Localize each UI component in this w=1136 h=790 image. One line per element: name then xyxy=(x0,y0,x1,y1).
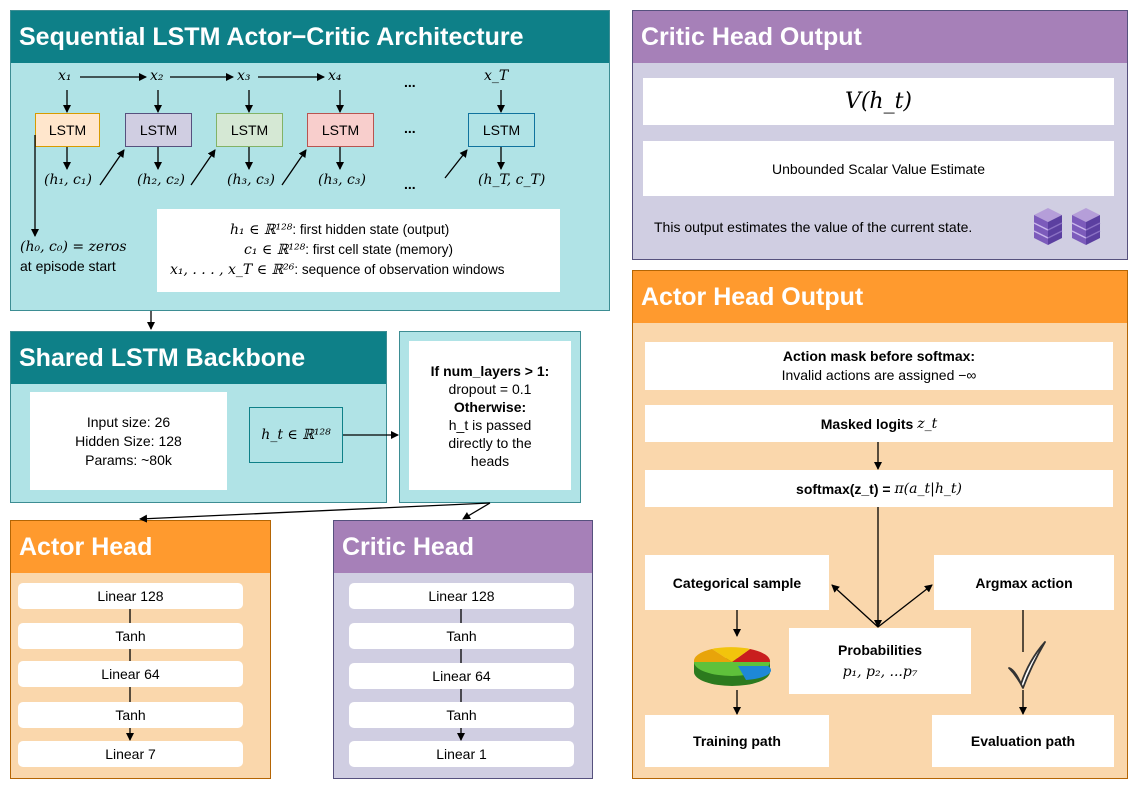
evaluation-path-box: Evaluation path xyxy=(932,715,1114,767)
input-ellipsis: ... xyxy=(404,74,416,90)
critic-note: This output estimates the value of the c… xyxy=(654,219,973,235)
dropout-otherwise: Otherwise: xyxy=(453,398,527,415)
argmax-action-box: Argmax action xyxy=(934,555,1114,610)
output-h3c3: (h₃, c₃) xyxy=(227,172,275,188)
backbone-input-size: Input size: 26 xyxy=(86,413,171,430)
critic-layer-4: Tanh xyxy=(349,702,574,728)
legend-box xyxy=(157,209,560,292)
output-h3c3-b: (h₃, c₃) xyxy=(318,172,366,188)
critic-layer-2: Tanh xyxy=(349,623,574,649)
sequential-lstm-title: Sequential LSTM Actor−Critic Architectur… xyxy=(11,11,609,63)
categorical-sample-box: Categorical sample xyxy=(645,555,829,610)
lstm-cell-T: LSTM xyxy=(468,113,535,147)
probabilities-box: Probabilities p₁, p₂, ...p₇ xyxy=(789,628,971,694)
lstm-cell-1: LSTM xyxy=(35,113,100,147)
output-h2c2: (h₂, c₂) xyxy=(137,172,185,188)
hidden-state-label: h_t ∈ ℝ¹²⁸ xyxy=(261,427,331,443)
checkmark-icon xyxy=(1008,641,1046,689)
dropout-value: dropout = 0.1 xyxy=(448,380,532,397)
actor-layer-4: Tanh xyxy=(18,702,243,728)
critic-output-title: Critic Head Output xyxy=(633,11,1127,63)
dropout-pass1: h_t is passed xyxy=(448,416,532,433)
critic-layer-5: Linear 1 xyxy=(349,741,574,767)
masked-logits-sym: z_t xyxy=(917,415,938,432)
backbone-title: Shared LSTM Backbone xyxy=(11,332,386,384)
input-xT: x_T xyxy=(484,68,509,84)
lstm-cell-2: LSTM xyxy=(125,113,192,147)
critic-layer-1: Linear 128 xyxy=(349,583,574,609)
output-h1c1: (h₁, c₁) xyxy=(44,172,92,188)
actor-layer-3: Linear 64 xyxy=(18,661,243,687)
cube-stack-icon xyxy=(1033,208,1101,245)
critic-layer-3: Linear 64 xyxy=(349,663,574,689)
legend-line-3: x₁, . . . , x_T ∈ ℝ²⁶: sequence of obser… xyxy=(170,262,505,278)
actor-layer-1: Linear 128 xyxy=(18,583,243,609)
input-x2: x₂ xyxy=(150,68,164,84)
softmax-sym: π(a_t|h_t) xyxy=(894,480,962,497)
training-path-box: Training path xyxy=(645,715,829,767)
masked-logits-label: Masked logits xyxy=(820,415,914,432)
initial-state-line1: (h₀, c₀) = zeros xyxy=(20,239,127,255)
lstm-ellipsis: ... xyxy=(404,120,416,136)
input-x4: x₄ xyxy=(328,68,342,84)
output-ellipsis: ... xyxy=(404,176,416,192)
dropout-pass2: directly to the xyxy=(448,434,532,451)
probabilities-title: Probabilities xyxy=(837,642,923,658)
input-x1: x₁ xyxy=(58,68,72,84)
output-hTcT: (h_T, c_T) xyxy=(478,172,546,188)
critic-desc-box: Unbounded Scalar Value Estimate xyxy=(643,141,1114,196)
lstm-cell-3: LSTM xyxy=(216,113,283,147)
dropout-pass3: heads xyxy=(470,452,510,469)
masked-logits-box: Masked logits z_t xyxy=(645,405,1113,442)
softmax-box: softmax(z_t) = π(a_t|h_t) xyxy=(645,470,1113,507)
legend-line-2: c₁ ∈ ℝ¹²⁸: first cell state (memory) xyxy=(244,242,453,258)
lstm-cell-4: LSTM xyxy=(307,113,374,147)
action-mask-title: Action mask before softmax: xyxy=(782,348,976,364)
critic-value-box: V(h_t) xyxy=(643,78,1114,125)
backbone-params-box: Input size: 26 Hidden Size: 128 Params: … xyxy=(30,392,227,490)
cube-stack-icon-2 xyxy=(1071,208,1101,245)
hidden-state-box: h_t ∈ ℝ¹²⁸ xyxy=(249,407,343,463)
pie-chart-icon xyxy=(693,647,772,686)
critic-value-formula: V(h_t) xyxy=(844,89,913,114)
critic-head-title: Critic Head xyxy=(334,521,592,573)
cube-stack-icon xyxy=(1033,208,1063,245)
initial-state-line2: at episode start xyxy=(20,258,116,274)
action-mask-box: Action mask before softmax: Invalid acti… xyxy=(645,342,1113,390)
backbone-hidden-size: Hidden Size: 128 xyxy=(75,432,182,449)
input-x3: x₃ xyxy=(237,68,251,84)
actor-layer-5: Linear 7 xyxy=(18,741,243,767)
actor-output-title: Actor Head Output xyxy=(633,271,1127,323)
actor-head-title: Actor Head xyxy=(11,521,270,573)
action-mask-desc: Invalid actions are assigned −∞ xyxy=(781,367,977,383)
dropout-if: If num_layers > 1: xyxy=(430,362,550,379)
dropout-box: If num_layers > 1: dropout = 0.1 Otherwi… xyxy=(409,341,571,490)
softmax-label: softmax(z_t) = xyxy=(796,480,891,497)
legend-line-1: h₁ ∈ ℝ¹²⁸: first hidden state (output) xyxy=(230,222,450,238)
backbone-params: Params: ~80k xyxy=(85,451,172,468)
actor-head-panel: Actor Head xyxy=(10,520,271,779)
actor-layer-2: Tanh xyxy=(18,623,243,649)
probabilities-sym: p₁, p₂, ...p₇ xyxy=(842,664,918,680)
